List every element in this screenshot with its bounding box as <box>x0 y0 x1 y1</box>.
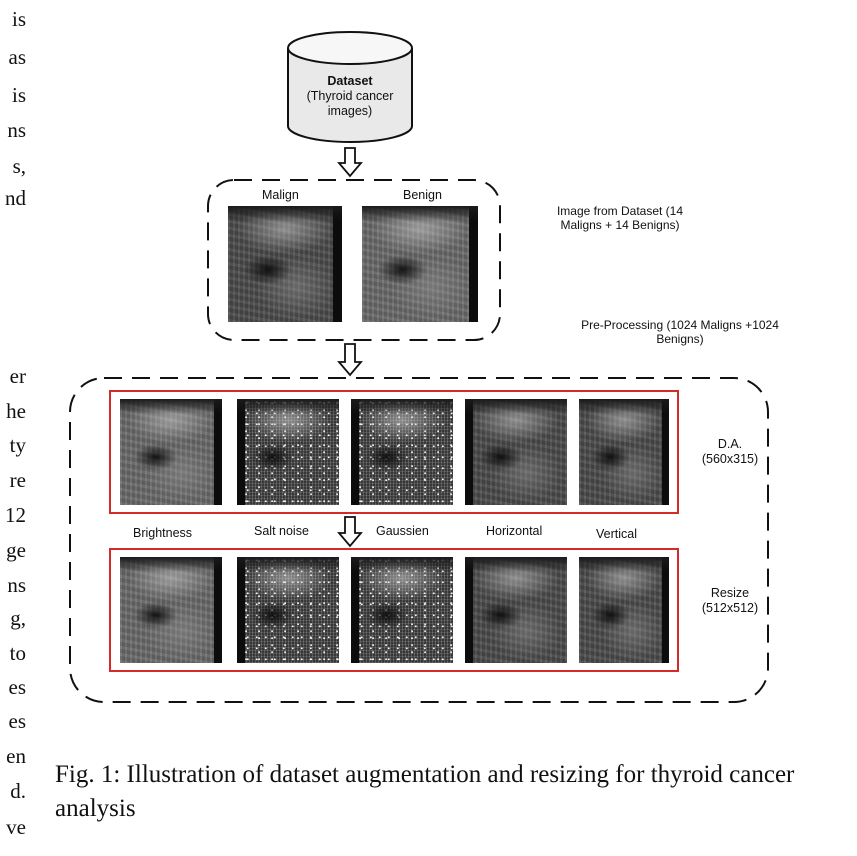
benign-label: Benign <box>403 188 442 202</box>
line-ending: es <box>8 675 27 699</box>
line-ending: g, <box>10 606 26 630</box>
augmented-image-salt-noise <box>237 399 339 505</box>
technique-label-brightness: Brightness <box>133 526 193 540</box>
line-ending: as <box>8 45 27 69</box>
line-ending: ns <box>7 118 26 142</box>
resize-size: (512x512) <box>701 601 759 615</box>
line-ending: is <box>11 7 26 31</box>
processing-dashed-box <box>69 377 769 703</box>
augmentation-row-label: D.A. (560x315) <box>690 437 770 467</box>
line-ending: ns <box>7 573 26 597</box>
line-ending: 12 <box>5 503 26 527</box>
resize-row-label: Resize (512x512) <box>690 586 770 616</box>
augmentation-label: D.A. <box>717 437 743 451</box>
technique-label-horizontal: Horizontal <box>486 524 543 538</box>
augmented-image-vertical <box>579 399 669 505</box>
dataset-cylinder-icon <box>287 31 413 143</box>
down-arrow-icon <box>337 147 363 178</box>
line-ending: ve <box>6 815 26 839</box>
line-ending: ty <box>9 433 26 457</box>
resized-image-horizontal <box>465 557 567 663</box>
resized-image-brightness <box>120 557 222 663</box>
line-ending: es <box>8 709 27 733</box>
line-ending: re <box>9 468 26 492</box>
line-ending: ge <box>6 538 26 562</box>
resized-image-salt-noise <box>237 557 339 663</box>
resize-row-border <box>109 548 679 672</box>
sample-side-note: Image from Dataset (14 Maligns + 14 Beni… <box>556 204 684 232</box>
line-ending: to <box>9 641 26 665</box>
technique-label-gaussien: Gaussien <box>376 524 429 538</box>
augmented-image-horizontal <box>465 399 567 505</box>
line-ending: is <box>11 83 26 107</box>
malign-label: Malign <box>262 188 299 202</box>
dataset-subtitle: (Thyroid cancer images) <box>306 89 394 118</box>
figure-caption: Fig. 1: Illustration of dataset augmenta… <box>55 761 795 822</box>
augmentation-row-border <box>109 390 679 514</box>
line-ending: er <box>9 364 26 388</box>
down-arrow-icon <box>337 516 363 548</box>
line-ending: d. <box>10 779 26 803</box>
resized-image-gaussien <box>351 557 453 663</box>
sample-dashed-box <box>207 179 501 341</box>
augmented-image-brightness <box>120 399 222 505</box>
technique-label-vertical: Vertical <box>596 527 637 541</box>
resized-image-vertical <box>579 557 669 663</box>
line-ending: s, <box>12 154 26 178</box>
malign-sample-image <box>228 206 342 322</box>
dataset-title: Dataset <box>327 74 373 88</box>
dataset-label: Dataset (Thyroid cancer images) <box>290 74 410 119</box>
line-ending: he <box>6 399 26 423</box>
resize-label: Resize <box>710 586 750 600</box>
augmentation-size: (560x315) <box>701 452 759 466</box>
figure-diagram-svg <box>69 31 769 703</box>
augmented-image-gaussien <box>351 399 453 505</box>
down-arrow-icon <box>337 343 363 377</box>
line-ending: en <box>6 744 26 768</box>
preprocessing-note: Pre-Processing (1024 Maligns +1024 Benig… <box>581 318 779 346</box>
technique-label-salt-noise: Salt noise <box>254 524 309 538</box>
benign-sample-image <box>362 206 478 322</box>
line-ending: nd <box>5 186 26 210</box>
